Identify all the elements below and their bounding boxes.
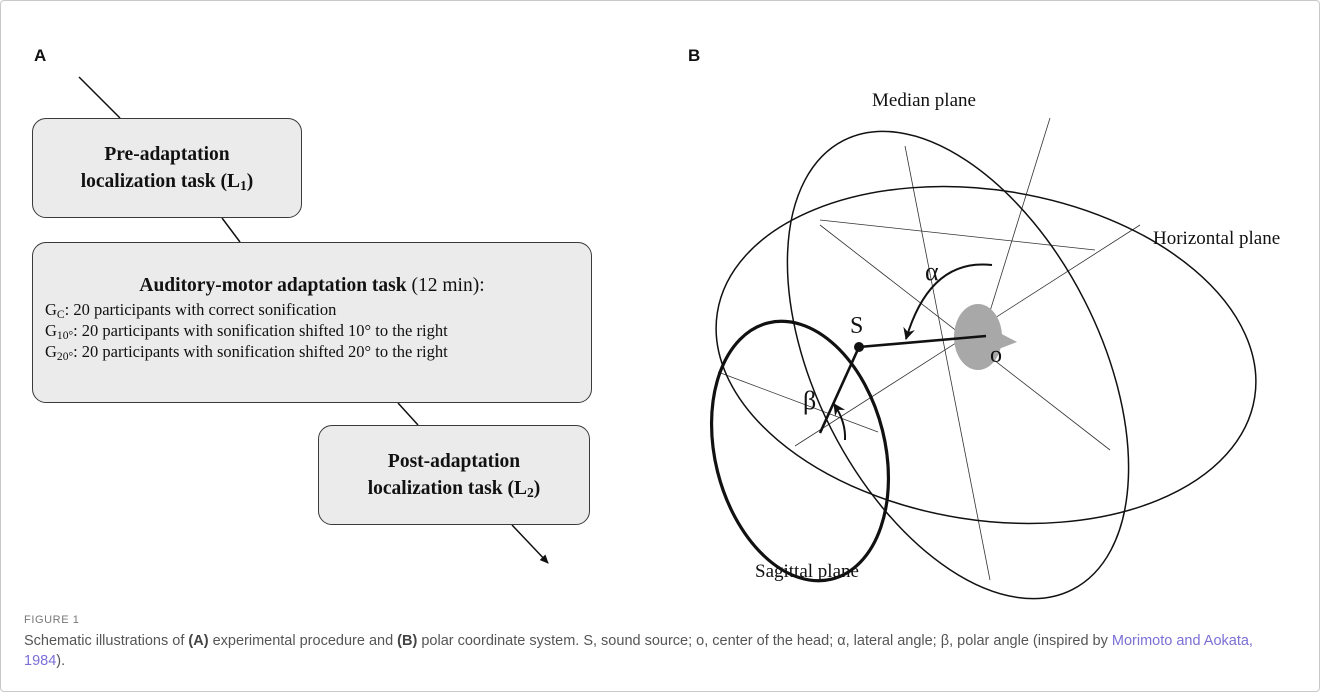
source-vector: [858, 334, 987, 349]
group-line-20deg: G20°: 20 participants with sonification …: [45, 342, 448, 363]
radial-line: [981, 117, 1051, 338]
post-adaptation-subtitle: localization task (L2): [367, 478, 541, 500]
sagittal-plane-ellipse: [709, 319, 891, 583]
panel-label-a: A: [34, 46, 47, 65]
adaptation-task-box: Auditory-motor adaptation task (12 min):…: [32, 242, 592, 403]
horizontal-plane-ellipse: [715, 185, 1257, 525]
pre-adaptation-title: Pre-adaptation: [104, 144, 230, 165]
polar-vector: [818, 346, 861, 434]
flow-arrow-exit: [511, 524, 549, 564]
adaptation-task-title: Auditory-motor adaptation task (12 min):: [139, 275, 485, 296]
origin-label: o: [990, 342, 1002, 368]
pre-adaptation-subtitle: localization task (L1): [80, 171, 254, 193]
median-plane-label: Median plane: [872, 90, 976, 111]
alpha-label: α: [925, 257, 939, 286]
figure-number: FIGURE 1: [24, 614, 80, 626]
median-plane-ellipse: [786, 130, 1130, 600]
flow-line-2-3: [397, 402, 419, 426]
flow-line-entry: [78, 76, 121, 119]
alpha-arc: [903, 263, 993, 340]
sagittal-axis-line: [717, 371, 879, 433]
beta-label: β: [803, 386, 816, 415]
source-label: S: [850, 313, 863, 339]
group-line-10deg: G10°: 20 participants with sonification …: [45, 321, 448, 342]
panel-label-b: B: [688, 46, 701, 65]
horizontal-plane-label: Horizontal plane: [1153, 228, 1280, 249]
citation-link[interactable]: Morimoto and Aokata, 1984: [24, 633, 1253, 669]
sagittal-plane-label: Sagittal plane: [755, 561, 859, 582]
pre-adaptation-box: Pre-adaptation localization task (L1): [32, 118, 302, 218]
group-line-control: GC: 20 participants with correct sonific…: [45, 300, 337, 321]
median-axis-line-1: [904, 145, 991, 581]
figure-caption: Schematic illustrations of (A) experimen…: [24, 633, 1253, 669]
beta-arc: [833, 403, 847, 441]
flow-line-1-2: [221, 217, 241, 243]
post-adaptation-box: Post-adaptation localization task (L2): [318, 425, 590, 525]
sound-source-point: [854, 342, 864, 352]
median-axis-line-2: [819, 219, 1096, 251]
post-adaptation-title: Post-adaptation: [387, 451, 521, 472]
